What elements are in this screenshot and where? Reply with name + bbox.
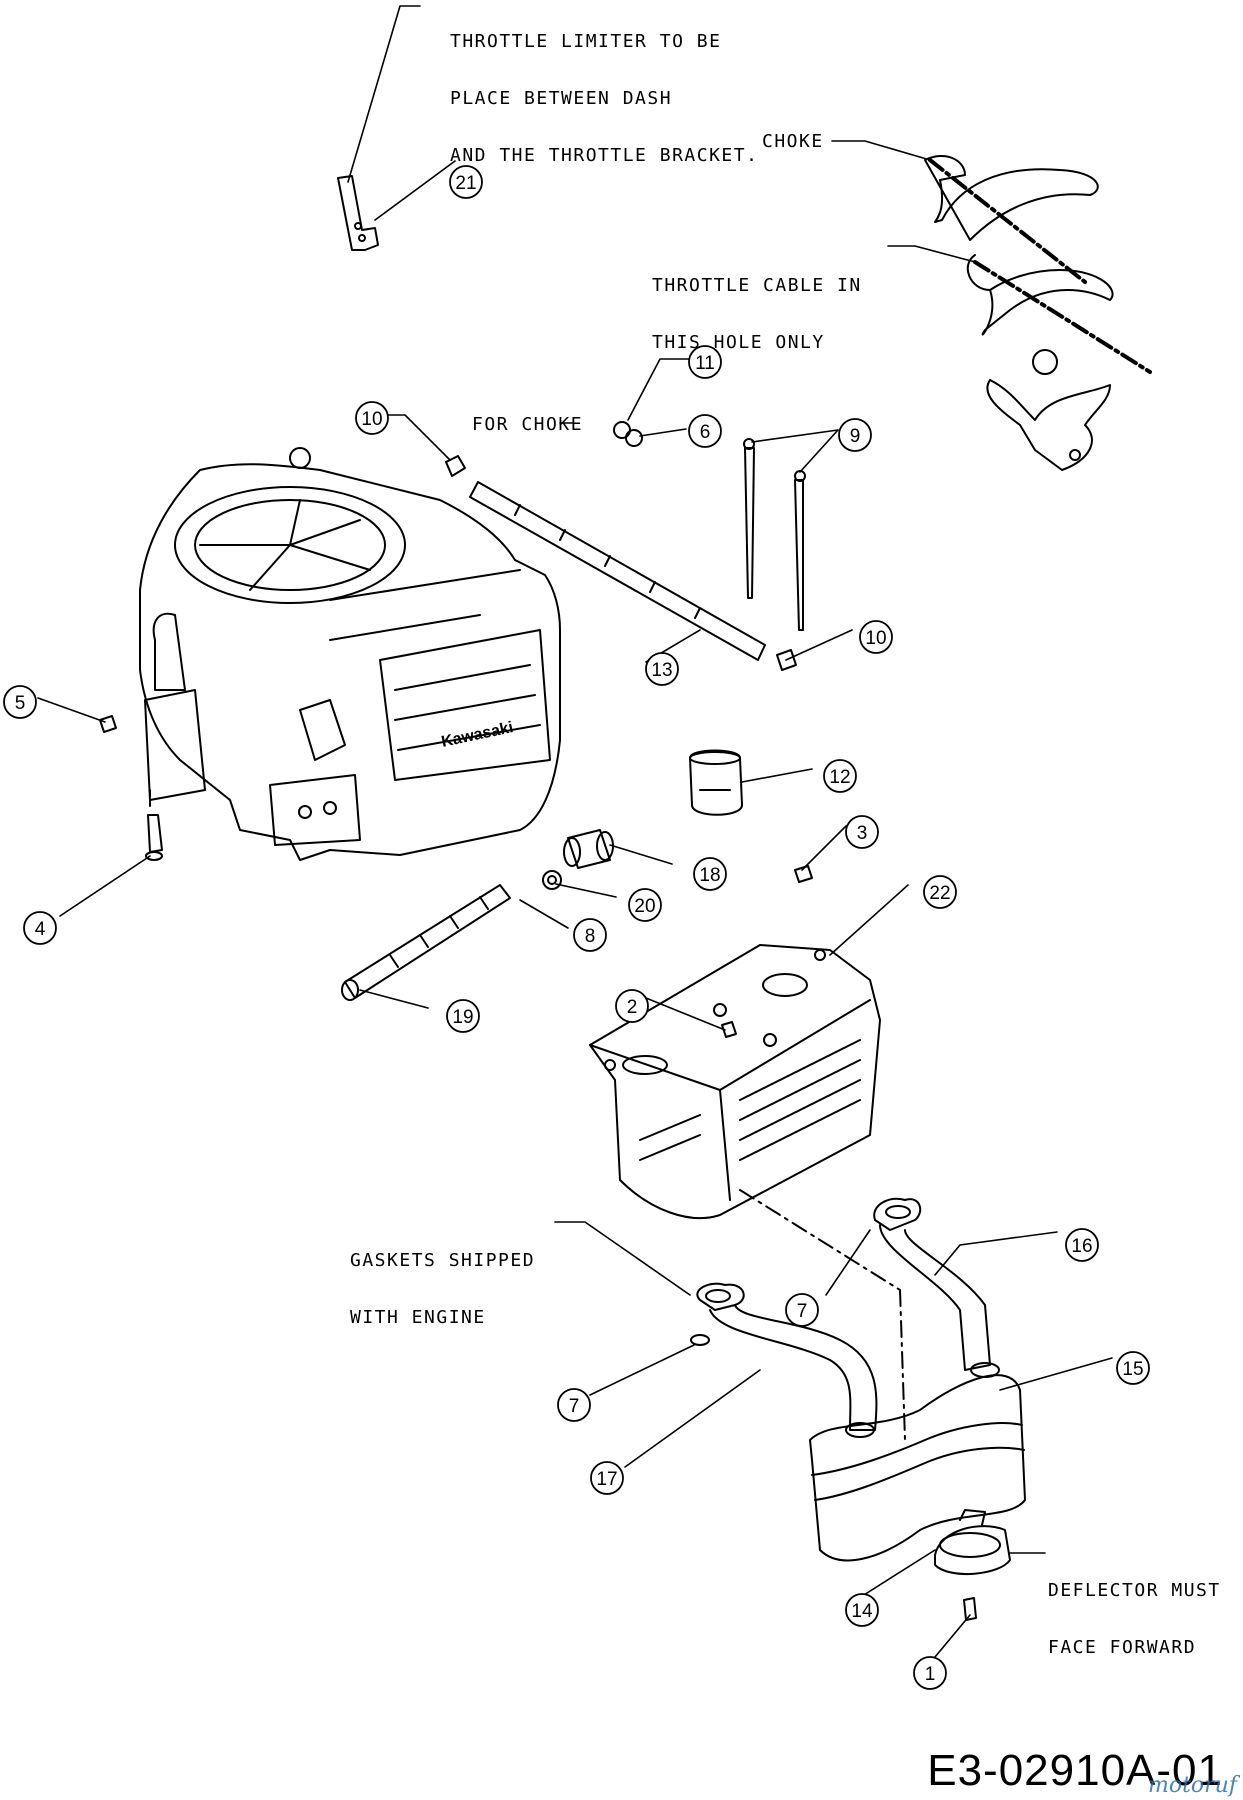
fuel-pump xyxy=(563,829,614,869)
gaskets-note-line-2: WITH ENGINE xyxy=(350,1307,486,1328)
svg-text:9: 9 xyxy=(850,426,861,447)
throttle-limiter-note-line-2: PLACE BETWEEN DASH xyxy=(450,88,673,109)
throttle-limiter-note-line-3: AND THE THROTTLE BRACKET. xyxy=(450,145,759,166)
svg-text:19: 19 xyxy=(452,1007,473,1028)
svg-text:8: 8 xyxy=(585,926,596,947)
gaskets-note: GASKETS SHIPPED WITH ENGINE xyxy=(350,1213,535,1346)
svg-text:6: 6 xyxy=(700,422,711,443)
choke-dash-lines xyxy=(928,158,1152,374)
site-watermark: motoruf xyxy=(1147,1773,1237,1798)
exhaust-pipe-right xyxy=(873,1197,991,1371)
callout-22: 22 xyxy=(923,875,957,909)
svg-text:7: 7 xyxy=(569,1396,580,1417)
svg-text:13: 13 xyxy=(651,660,672,681)
muffler-alignment-line xyxy=(899,1289,906,1441)
svg-text:2: 2 xyxy=(627,997,638,1018)
deflector-bolt xyxy=(963,1597,977,1621)
throttle-limiter-note-line-1: THROTTLE LIMITER TO BE xyxy=(450,31,722,52)
callout-17: 17 xyxy=(590,1461,624,1495)
callout-19: 19 xyxy=(446,999,480,1033)
svg-text:18: 18 xyxy=(699,865,720,886)
svg-text:1: 1 xyxy=(925,1664,936,1685)
fuel-hose-long xyxy=(469,481,766,661)
callout-21: 21 xyxy=(449,165,483,199)
callout-bubbles: 21 11 6 10 9 13 10 5 12 4 3 18 20 22 8 1… xyxy=(3,165,1150,1690)
svg-text:10: 10 xyxy=(361,409,382,430)
fuel-filter xyxy=(689,749,743,816)
callout-5: 5 xyxy=(3,685,37,719)
for-choke-label: FOR CHOKE xyxy=(472,414,584,435)
throttle-limiter-note: THROTTLE LIMITER TO BE PLACE BETWEEN DAS… xyxy=(450,0,758,184)
svg-text:12: 12 xyxy=(829,767,850,788)
gaskets-note-line-1: GASKETS SHIPPED xyxy=(350,1250,536,1271)
callout-4: 4 xyxy=(23,911,57,945)
callout-10-bottom: 10 xyxy=(859,620,893,654)
callout-13: 13 xyxy=(645,652,679,686)
svg-text:21: 21 xyxy=(455,173,476,194)
engine-brand-label: Kawasaki xyxy=(440,719,515,751)
svg-text:20: 20 xyxy=(634,896,655,917)
svg-text:11: 11 xyxy=(695,353,715,374)
svg-text:7: 7 xyxy=(797,1301,808,1322)
svg-text:16: 16 xyxy=(1071,1236,1092,1257)
exhaust-deflector xyxy=(934,1509,1011,1576)
drawing-number: E3-02910A-01 xyxy=(927,1746,1223,1795)
svg-text:14: 14 xyxy=(851,1601,873,1622)
muffler xyxy=(809,1362,1026,1562)
svg-text:22: 22 xyxy=(929,883,950,904)
starter-bolt xyxy=(99,715,117,733)
mounting-pin xyxy=(145,789,163,861)
throttle-cable-note-line-2: THIS HOLE ONLY xyxy=(652,332,825,353)
throttle-cable-note: THROTTLE CABLE IN THIS HOLE ONLY xyxy=(652,238,862,371)
throttle-cable-note-line-1: THROTTLE CABLE IN xyxy=(652,275,862,296)
callout-1: 1 xyxy=(913,1656,947,1690)
callout-11: 11 xyxy=(688,345,722,379)
choke-label: CHOKE xyxy=(762,131,824,152)
shield-alignment-line xyxy=(739,1189,901,1291)
svg-text:15: 15 xyxy=(1122,1359,1143,1380)
callout-9: 9 xyxy=(838,418,872,452)
callout-2: 2 xyxy=(615,989,649,1023)
engine-assembly: Kawasaki xyxy=(139,447,561,861)
svg-text:5: 5 xyxy=(15,693,26,714)
fuel-fitting xyxy=(542,870,562,890)
svg-text:10: 10 xyxy=(865,628,886,649)
callout-15: 15 xyxy=(1116,1351,1150,1385)
callout-6: 6 xyxy=(688,414,722,448)
exhaust-gaskets xyxy=(690,1205,911,1346)
svg-text:4: 4 xyxy=(35,919,46,940)
svg-text:17: 17 xyxy=(596,1469,617,1490)
engine-flywheel-spokes xyxy=(199,499,371,591)
choke-throttle-cables xyxy=(743,438,806,631)
callout-20: 20 xyxy=(628,888,662,922)
callout-3: 3 xyxy=(845,815,879,849)
callout-7-right: 7 xyxy=(785,1293,819,1327)
callout-12: 12 xyxy=(823,759,857,793)
svg-text:3: 3 xyxy=(857,823,868,844)
callout-7-left: 7 xyxy=(557,1388,591,1422)
fuel-hose-short xyxy=(341,884,511,1001)
deflector-note-line-2: FACE FORWARD xyxy=(1048,1637,1197,1658)
deflector-note-line-1: DEFLECTOR MUST xyxy=(1048,1580,1221,1601)
callout-10-top: 10 xyxy=(355,401,389,435)
callout-8: 8 xyxy=(573,918,607,952)
throttle-limiter-part xyxy=(337,175,379,251)
deflector-note: DEFLECTOR MUST FACE FORWARD xyxy=(1048,1543,1221,1676)
callout-18: 18 xyxy=(693,857,727,891)
callout-14: 14 xyxy=(845,1593,879,1627)
hose-clamps xyxy=(445,421,797,671)
choke-control-plates xyxy=(924,155,1114,471)
muffler-heat-shield xyxy=(589,865,881,1220)
callout-16: 16 xyxy=(1065,1228,1099,1262)
